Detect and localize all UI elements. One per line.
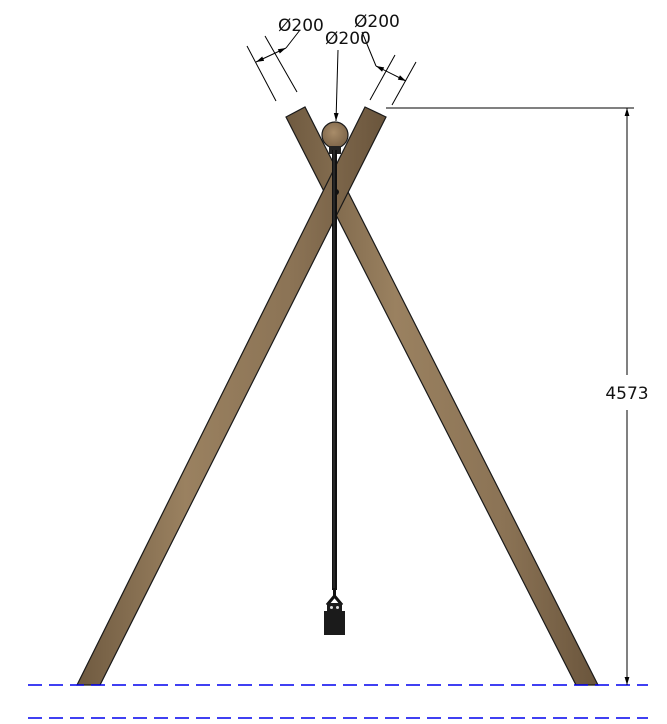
diameter-right-extension-b	[391, 61, 417, 106]
diameter-right-leader	[361, 31, 377, 67]
diameter-center-leader	[333, 49, 339, 122]
diameter-left-dimension-line	[255, 47, 287, 63]
diameter-center-label: Ø200	[325, 29, 371, 49]
shackle-pin-right	[336, 606, 339, 609]
diameter-left-extension-a	[246, 45, 277, 102]
hook-shackle	[327, 603, 342, 612]
diameter-right-label: Ø200	[354, 12, 400, 32]
weight-block	[324, 611, 345, 635]
left-leg	[76, 106, 387, 686]
diameter-left-leader	[285, 29, 301, 49]
diameter-left-label: Ø200	[278, 16, 324, 36]
height-dimension-label: 4573	[605, 384, 648, 404]
diameter-right-dimension-line	[375, 65, 407, 82]
diameter-left-extension-b	[264, 35, 298, 93]
shackle-pin-left	[330, 606, 333, 609]
pulley	[321, 121, 349, 149]
hook	[325, 588, 344, 606]
